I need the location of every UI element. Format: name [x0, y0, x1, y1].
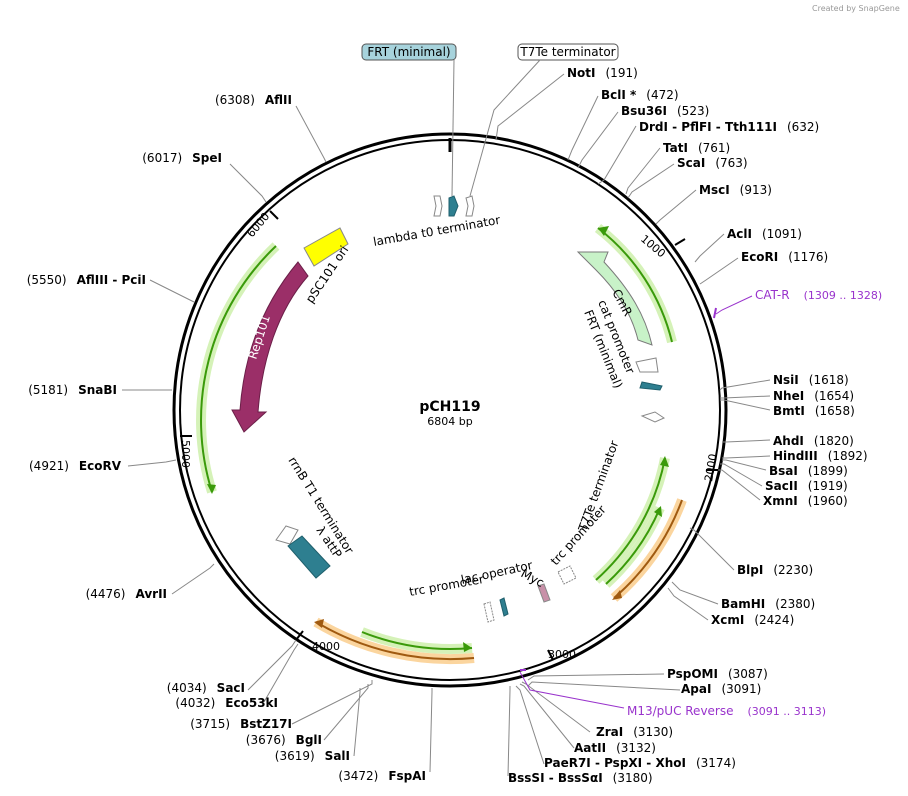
left-site-labels: (6308)AflII (6017)SpeI (5550)AflIII - Pc… [27, 93, 426, 783]
left-leaders [122, 105, 433, 773]
site-label[interactable]: DrdI - PflFI - Tth111I(632) [639, 120, 819, 134]
primer-label-m13[interactable]: M13/pUC Reverse(3091 .. 3113) [627, 704, 826, 718]
cat-r-leader [715, 295, 753, 315]
rrnb-terminator-feature[interactable] [275, 525, 299, 545]
site-label[interactable]: (6308)AflII [215, 93, 292, 107]
site-label[interactable]: (4921)EcoRV [29, 459, 122, 473]
site-label[interactable]: (4032)Eco53kI [175, 696, 278, 710]
plasmid-length: 6804 bp [427, 415, 472, 428]
site-label[interactable]: (4476)AvrII [86, 587, 167, 601]
cmr-feature[interactable] [576, 251, 653, 346]
frt-feature-right[interactable] [639, 381, 663, 391]
lambda-terminator-label: lambda t0 terminator [372, 213, 501, 249]
site-label[interactable]: NheI(1654) [773, 389, 854, 403]
site-label[interactable]: TatI(761) [663, 141, 730, 155]
m13-leader [519, 671, 625, 709]
site-label[interactable]: XcmI(2424) [711, 613, 794, 627]
tick-5000: 5000 [179, 440, 192, 468]
site-label[interactable]: BclI *(472) [601, 88, 679, 102]
site-label[interactable]: AatII(3132) [574, 741, 656, 755]
frt-box [361, 43, 457, 61]
site-label[interactable]: (5550)AflIII - PciI [27, 273, 146, 287]
site-label[interactable]: PaeR7I - PspXI - XhoI(3174) [544, 756, 736, 770]
site-label[interactable]: (3619)SalI [275, 749, 350, 763]
site-label[interactable]: (3676)BglI [246, 733, 322, 747]
snapgene-credit: Created by SnapGene [812, 4, 900, 13]
site-label[interactable]: (4034)SacI [167, 681, 245, 695]
plasmid-name: pCH119 [419, 399, 480, 415]
trc-promoter-feature-right[interactable] [557, 565, 577, 585]
site-label[interactable]: BsaI(1899) [769, 464, 848, 478]
site-label[interactable]: BamHI(2380) [721, 597, 815, 611]
tick-6000: 6000 [244, 210, 272, 240]
lac-operator-feature[interactable] [499, 597, 509, 617]
site-label[interactable]: (3472)FspAI [338, 769, 426, 783]
site-label[interactable]: (5181)SnaBI [28, 383, 117, 397]
promoter-small-arrow[interactable] [640, 411, 666, 423]
site-label[interactable]: BmtI(1658) [773, 404, 855, 418]
site-label[interactable]: PspOMI(3087) [667, 667, 768, 681]
site-label[interactable]: Bsu36I(523) [621, 104, 709, 118]
site-label[interactable]: ScaI(763) [677, 156, 748, 170]
site-label[interactable]: ZraI(3130) [596, 725, 673, 739]
site-label[interactable]: SacII(1919) [765, 479, 848, 493]
site-label[interactable]: (3715)BstZ17I [190, 717, 292, 731]
t7te-box [517, 43, 619, 61]
frt-box-label: FRT (minimal) [367, 45, 450, 59]
attp-feature[interactable] [287, 535, 331, 579]
primer-label-cat-r[interactable]: CAT-R(1309 .. 1328) [755, 288, 882, 302]
site-label[interactable]: BlpI(2230) [737, 563, 813, 577]
tick-marks [180, 210, 718, 661]
site-label[interactable]: BssSI - BssSαI(3180) [508, 771, 653, 785]
psc101-ori-feature[interactable] [303, 227, 349, 267]
site-label[interactable]: AhdI(1820) [773, 434, 854, 448]
trc-promoter-label-right: trc promoter [548, 503, 609, 569]
cat-r-mark [713, 307, 717, 319]
site-label[interactable]: HindIII(1892) [773, 449, 868, 463]
tick-4000: 4000 [312, 640, 340, 653]
t7te-terminator-feature-top[interactable] [465, 195, 475, 217]
site-label[interactable]: MscI(913) [699, 183, 772, 197]
lambda-terminator-feature[interactable] [433, 195, 443, 217]
frt-feature-top[interactable] [448, 195, 459, 217]
site-label[interactable]: (6017)SpeI [142, 151, 222, 165]
t7te-box-label: T7Te terminator [519, 45, 615, 59]
trc-promoter-feature-left[interactable] [483, 601, 495, 623]
site-label[interactable]: XmnI(1960) [763, 494, 848, 508]
rep101-feature[interactable] [231, 261, 309, 433]
site-label[interactable]: EcoRI(1176) [741, 250, 828, 264]
trc-promoter-label-left: trc promoter [408, 572, 485, 599]
tick-2000: 2000 [702, 453, 720, 483]
site-label[interactable]: AclI(1091) [727, 227, 802, 241]
site-label[interactable]: NotI(191) [567, 66, 638, 80]
tick-3000: 3000 [548, 648, 576, 661]
cat-promoter-feature[interactable] [635, 357, 659, 373]
right-leaders [495, 73, 771, 777]
site-label[interactable]: NsiI(1618) [773, 373, 849, 387]
myc-feature[interactable] [537, 583, 551, 603]
site-label[interactable]: ApaI(3091) [681, 682, 761, 696]
right-site-labels: NotI(191) BclI *(472) Bsu36I(523) DrdI -… [508, 66, 868, 785]
